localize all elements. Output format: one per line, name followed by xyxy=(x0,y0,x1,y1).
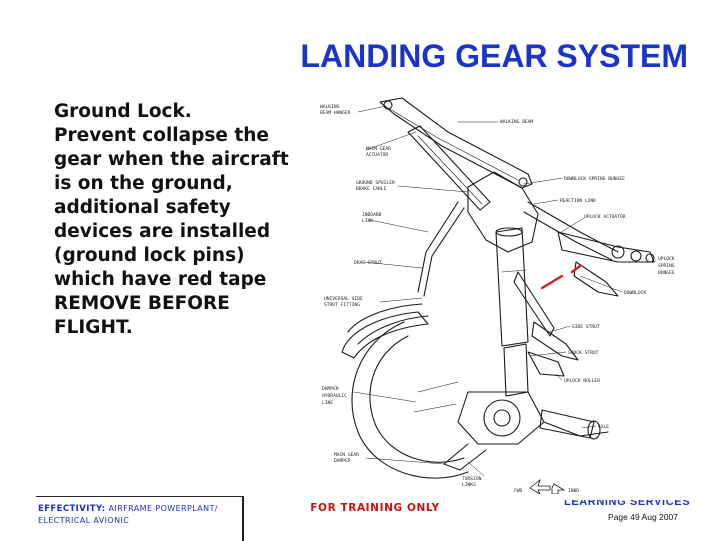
tire-part xyxy=(351,321,469,479)
label-torsion-links: LINKS xyxy=(462,482,476,488)
label-fwd: FWD xyxy=(514,488,523,494)
label-shock-strut: SHOCK STRUT xyxy=(568,350,599,356)
label-downlock: DOWNLOCK xyxy=(624,290,646,296)
body-line: FLIGHT. xyxy=(54,317,133,338)
label-main-gear-damper: DAMPER xyxy=(334,458,351,464)
label-damper-hydraulic-line: DAMPER xyxy=(322,386,339,392)
label-torsion-links: TORSION xyxy=(462,476,482,482)
label-side-strut: SIDE STRUT xyxy=(572,324,600,330)
axle-part xyxy=(539,409,595,439)
walking-beam-part xyxy=(379,97,533,189)
label-reaction-link: REACTION LINK xyxy=(560,198,596,204)
ground-lock-pin xyxy=(570,264,582,274)
label-main-gear-damper: MAIN GEAR xyxy=(334,452,359,458)
arrow-fwd-icon xyxy=(529,478,551,494)
brand-text: LEARNING SERVICES xyxy=(564,500,690,509)
training-notice: FOR TRAINING ONLY xyxy=(310,502,440,514)
label-main-gear-actuator: MAIN GEAR xyxy=(366,146,391,152)
brand-label: LEARNING SERVICES xyxy=(564,500,691,508)
body-line: Prevent collapse the xyxy=(54,125,269,146)
label-walking-beam-hanger: WALKING xyxy=(320,104,340,110)
ground-lock-pin xyxy=(540,274,564,290)
label-damper-hydraulic-line: HYDRAULIC xyxy=(322,393,347,399)
label-universal-side-strut-fitting: STRUT FITTING xyxy=(324,302,360,308)
label-uplock-spring-bungee: UPLOCK xyxy=(658,256,675,262)
label-axle: AXLE xyxy=(598,424,609,430)
slide-title: LANDING GEAR SYSTEM xyxy=(300,38,688,74)
label-inbd: INBD xyxy=(568,488,579,494)
body-line: which have red tape xyxy=(54,269,267,290)
effectivity-value: AIRFRAME POWERPLANT/ xyxy=(108,504,218,513)
label-walking-beam: WALKING BEAM xyxy=(500,119,533,125)
actuator-part xyxy=(407,125,491,211)
footer-divider xyxy=(36,496,244,541)
label-universal-side-strut-fitting: UNIVERSAL SIDE xyxy=(324,296,363,302)
body-line: is on the ground, xyxy=(54,173,233,194)
label-walking-beam-hanger: BEAM HANGER xyxy=(320,110,351,116)
page-info: Page 49 Aug 2007 xyxy=(608,512,678,522)
label-uplock-roller: UPLOCK ROLLER xyxy=(564,378,600,384)
label-main-gear-actuator: ACTUATOR xyxy=(366,152,388,158)
label-downlock-spring-bungee: DOWNLOCK SPRING BUNGEE xyxy=(564,176,625,182)
body-line: devices are installed xyxy=(54,221,271,242)
label-inboard-link: INBOARD xyxy=(362,212,382,218)
body-line: additional safety xyxy=(54,197,231,218)
arrow-inbd-icon xyxy=(551,483,566,494)
shock-strut-part xyxy=(495,227,529,347)
landing-gear-diagram: WALKING BEAM HANGER WALKING BEAM MAIN GE… xyxy=(320,97,675,494)
label-ground-spoiler-cable: GROUND SPOILER xyxy=(356,180,395,186)
label-ground-spoiler-cable: BRAKE CABLE xyxy=(356,186,387,192)
label-uplock-spring-bungee: BUNGEE xyxy=(658,270,675,276)
label-uplock-spring-bungee: SPRING xyxy=(658,263,675,269)
label-damper-hydraulic-line: LINE xyxy=(322,400,333,406)
body-line: REMOVE BEFORE xyxy=(54,293,230,314)
body-line: (ground lock pins) xyxy=(54,245,245,266)
label-inboard-link: LINK xyxy=(362,218,373,224)
body-line: gear when the aircraft xyxy=(54,149,289,170)
effectivity-label: EFFECTIVITY: xyxy=(38,504,106,514)
label-uplock-actuator: UPLOCK ACTUATOR xyxy=(584,214,626,220)
body-text: Ground Lock. Prevent collapse the gear w… xyxy=(54,100,316,340)
body-line: Ground Lock. xyxy=(54,101,192,122)
effectivity-value: ELECTRICAL AVIONIC xyxy=(38,516,130,525)
label-drag-strut: DRAG STRUT xyxy=(354,260,382,266)
effectivity-block: EFFECTIVITY: AIRFRAME POWERPLANT/ ELECTR… xyxy=(38,503,244,526)
